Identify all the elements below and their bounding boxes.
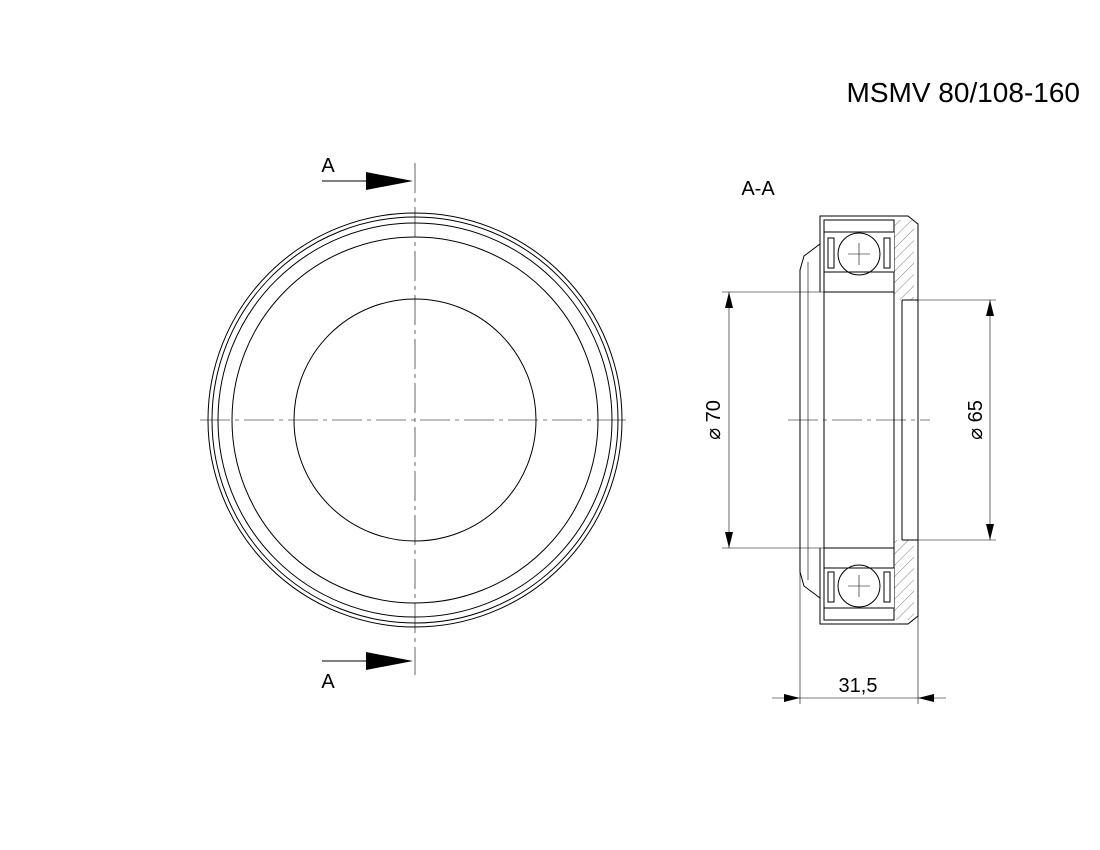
section-marker-bottom: A [321, 671, 335, 693]
section-marker-top: A [321, 155, 335, 177]
top-ball [837, 232, 881, 276]
section-arrow-bottom: A [321, 652, 413, 693]
dimension-width-31-5: 31,5 [772, 572, 946, 704]
bottom-bearing-section [823, 547, 895, 621]
dimension-label-70: ⌀ 70 [703, 400, 725, 440]
dimension-label-width: 31,5 [839, 675, 878, 697]
dimension-bore-65: ⌀ 65 [918, 299, 996, 541]
front-view: A A [200, 155, 630, 693]
bottom-ball [837, 564, 881, 608]
section-label: A-A [741, 178, 775, 200]
section-arrow-top: A [321, 155, 413, 190]
section-view: ⌀ 70 ⌀ 65 31,5 [703, 215, 996, 704]
dimension-label-65: ⌀ 65 [965, 400, 987, 440]
dimension-bore-70: ⌀ 70 [703, 291, 824, 549]
drawing-title: MSMV 80/108-160 [847, 77, 1080, 108]
top-bearing-section [823, 219, 895, 293]
